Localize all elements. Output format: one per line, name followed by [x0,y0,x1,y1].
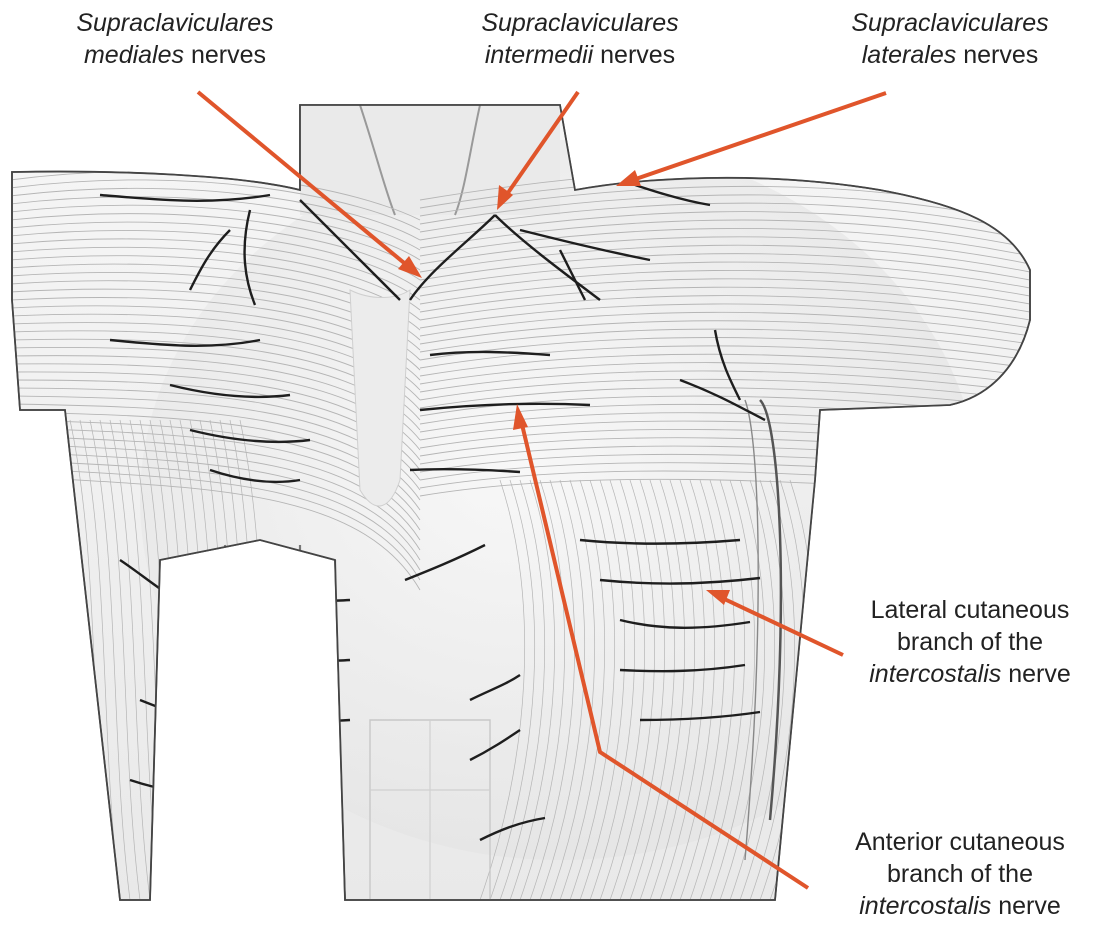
label-latin-name: Supraclaviculares [481,9,678,37]
label-lateral-cutaneous-branch: Lateral cutaneous branch of the intercos… [830,594,1110,690]
arrowhead-supraclav-lateral [616,170,641,186]
label-line-1: Lateral cutaneous [871,596,1070,624]
label-supraclaviculares-laterales: Supraclaviculares laterales nerves [800,7,1100,71]
label-latin-name: intercostalis [859,892,991,920]
label-suffix: nerve [991,892,1060,920]
label-line-1: Anterior cutaneous [855,828,1065,856]
nerve-branch [250,720,350,722]
label-latin-name: Supraclaviculares [851,9,1048,37]
label-suffix: nerve [1001,660,1070,688]
label-latin-qualifier: laterales [862,41,957,69]
nerve-branch [250,660,350,661]
label-line-2: branch of the [887,860,1033,888]
label-suffix: nerves [956,41,1038,69]
label-supraclaviculares-mediales: Supraclaviculares mediales nerves [30,7,320,71]
label-suffix: nerves [593,41,675,69]
rectus-sheath [225,545,345,900]
label-suffix: nerves [184,41,266,69]
label-latin-qualifier: mediales [84,41,184,69]
label-latin-name: intercostalis [869,660,1001,688]
pointer-supraclav-lateral [627,93,886,182]
nerve-branch [250,600,350,601]
label-latin-qualifier: intermedii [485,41,593,69]
label-anterior-cutaneous-branch: Anterior cutaneous branch of the interco… [815,826,1105,922]
label-line-2: branch of the [897,628,1043,656]
label-supraclaviculares-intermedii: Supraclaviculares intermedii nerves [430,7,730,71]
label-latin-name: Supraclaviculares [76,9,273,37]
